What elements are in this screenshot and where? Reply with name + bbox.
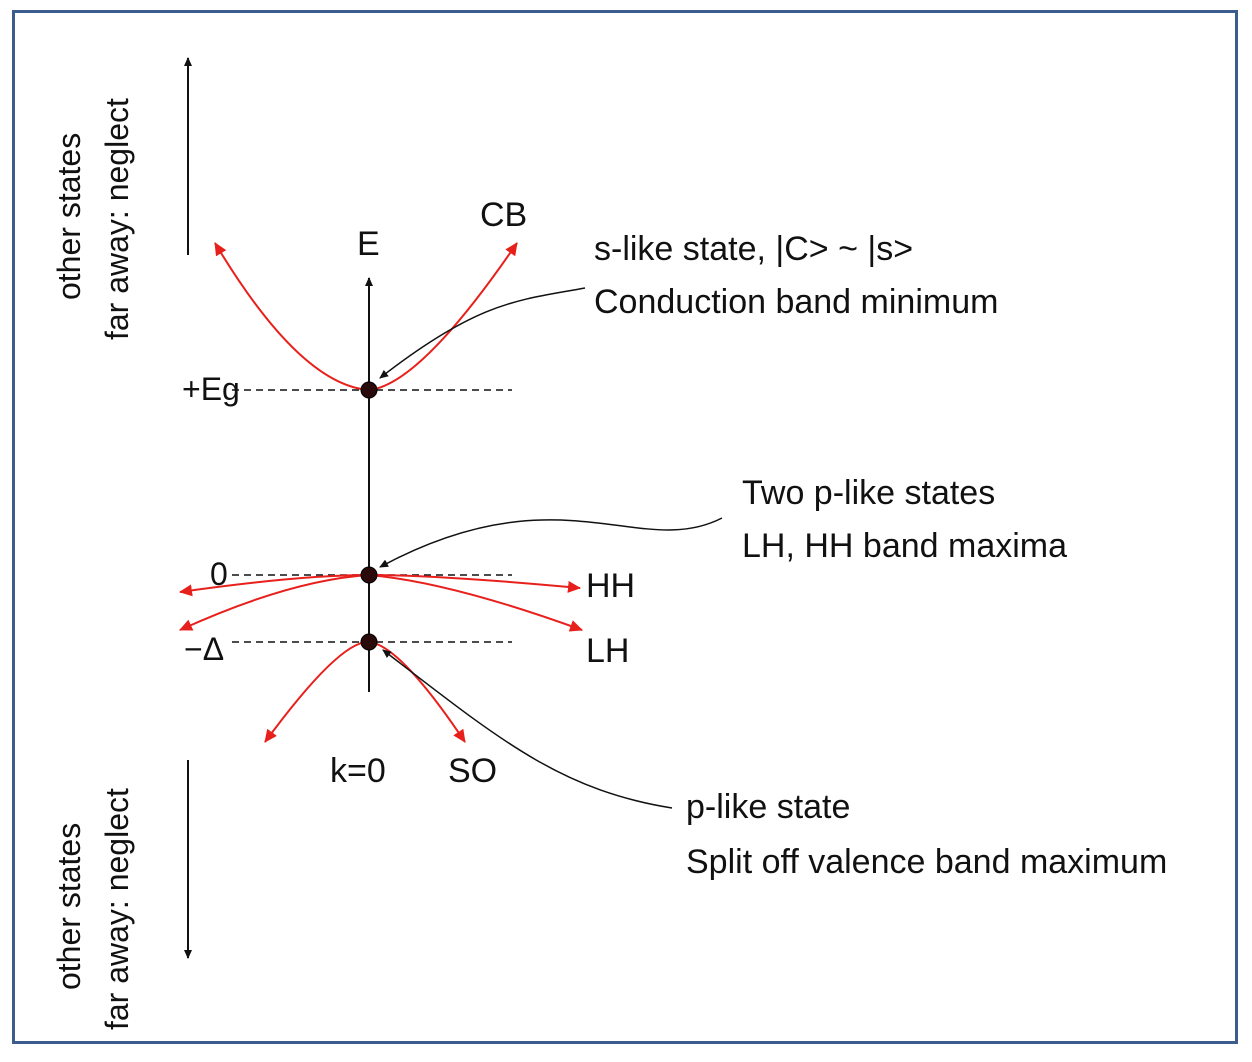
energy-axis-label: E [357, 225, 380, 263]
cb-curve-left [214, 242, 370, 391]
valence-maximum-dot [360, 566, 378, 584]
cb-pointer [379, 287, 586, 379]
delta-level-label: −Δ [184, 631, 224, 667]
p-states-pointer [379, 517, 723, 568]
split-off-maximum-dot [360, 633, 378, 651]
so-curve-left [264, 640, 370, 743]
hh-curve-left [179, 574, 370, 597]
so-curve-right [368, 641, 466, 743]
bottom-side-label-line2: far away: neglect [99, 788, 135, 1030]
top-side-label-line2: far away: neglect [99, 98, 135, 340]
p-states-annotation-line1: Two p-like states [742, 474, 995, 512]
zero-level-label: 0 [210, 556, 228, 592]
cb-minimum-dot [360, 381, 378, 399]
so-label: SO [448, 752, 497, 790]
k-zero-label: k=0 [330, 752, 386, 790]
lh-curve-left [179, 574, 370, 631]
so-pointer [382, 649, 673, 809]
lh-curve-right [368, 574, 583, 632]
hh-label: HH [586, 567, 635, 605]
eg-level-label: +Eg [182, 371, 240, 407]
lh-label: LH [586, 632, 629, 670]
cb-curve-right [368, 242, 518, 391]
p-states-annotation-line2: LH, HH band maxima [742, 527, 1067, 565]
cb-annotation-line1: s-like state, |C> ~ |s> [594, 230, 913, 268]
cb-label: CB [480, 196, 527, 234]
so-annotation-line1: p-like state [686, 788, 850, 826]
so-annotation-line2: Split off valence band maximum [686, 843, 1167, 881]
bottom-side-label-line1: other states [51, 823, 87, 990]
top-side-label-line1: other states [51, 133, 87, 300]
hh-curve-right [368, 574, 581, 593]
cb-annotation-line2: Conduction band minimum [594, 283, 998, 321]
